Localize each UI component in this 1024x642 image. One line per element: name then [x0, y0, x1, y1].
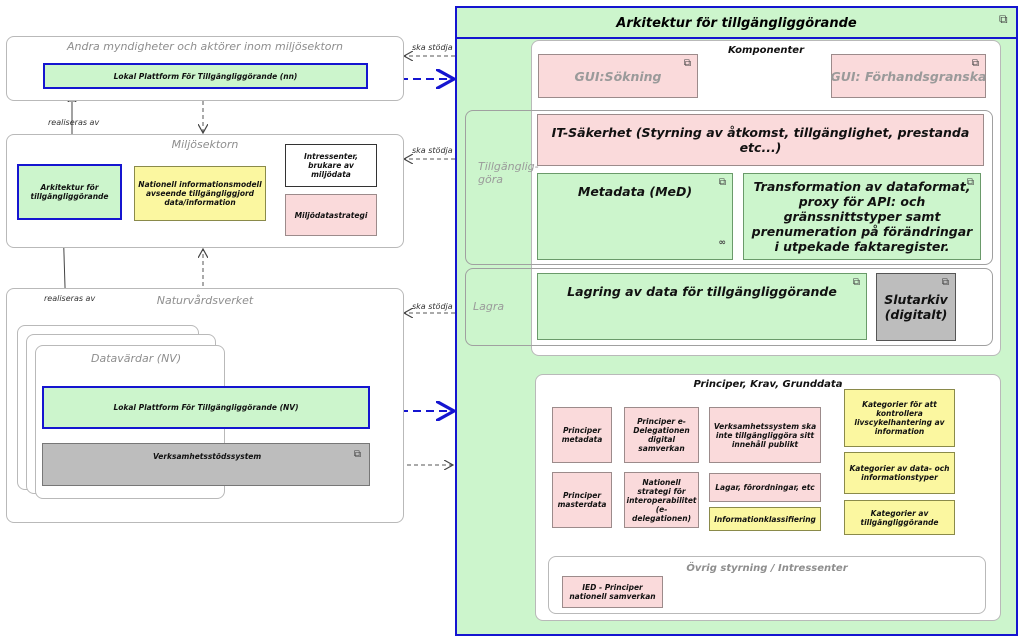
ied-box[interactable]: IED - Principer nationell samverkan [562, 576, 663, 608]
principer-metadata-box[interactable]: Principer metadata [552, 407, 612, 463]
it-sakerhet-box[interactable]: IT-Säkerhet (Styrning av åtkomst, tillgä… [537, 114, 984, 166]
platform-nn-label: Lokal Plattform För Tillgängliggörande (… [113, 71, 298, 81]
principer-item-label: Principer metadata [561, 426, 603, 444]
kategorier-label: Kategorier för att kontrollera livscykel… [854, 400, 945, 436]
metadata-box[interactable]: Metadata (MeD) ⧉ ∞ [537, 173, 733, 260]
component-icon: ⧉ [941, 277, 950, 288]
lane-lagra [465, 268, 993, 346]
datavardar-title: Datavärdar (NV) [91, 352, 182, 365]
transformation-label: Transformation av dataformat, proxy för … [751, 179, 973, 254]
nationell-modell-box[interactable]: Nationell informationsmodell avseende ti… [134, 166, 266, 221]
lane-tillgangliggora-label: Tillgänglig-göra [478, 160, 539, 186]
component-icon: ⧉ [353, 449, 362, 460]
komponenter-title: Komponenter [727, 45, 805, 56]
gui-sokning-box[interactable]: GUI:Sökning ⧉ [538, 54, 698, 98]
arkitektur-title-divider [457, 37, 1016, 39]
group-nv-title: Naturvårdsverket [156, 294, 254, 307]
lagar-box[interactable]: Lagar, förordningar, etc [709, 473, 821, 502]
slutarkiv-box[interactable]: Slutarkiv (digitalt) ⧉ [876, 273, 956, 341]
edge-label-stodja-3: ska stödja [412, 302, 453, 311]
lane-tillgangliggora [465, 110, 993, 265]
lagring-box[interactable]: Lagring av data för tillgängliggörande ⧉ [537, 273, 867, 340]
informationklassifiering-box[interactable]: Informationklassifiering [709, 507, 821, 531]
arkitektur-box-label: Arkitektur för tillgängliggörande [30, 183, 109, 201]
component-icon: ⧉ [683, 58, 692, 69]
component-icon: ⧉ [718, 177, 727, 188]
platform-nv-label: Lokal Plattform För Tillgängliggörande (… [113, 403, 299, 412]
principer-item-label: Principer e-Delegationen digital samverk… [633, 417, 690, 453]
group-miljo-title: Miljösektorn [171, 138, 239, 151]
gui-sokning-label: GUI:Sökning [574, 68, 662, 84]
group-andra-title: Andra myndigheter och aktörer inom miljö… [67, 40, 343, 53]
arkitektur-main-title: Arkitektur för tillgängliggörande [616, 16, 857, 31]
nationell-modell-label: Nationell informationsmodell avseende ti… [138, 180, 262, 207]
principer-masterdata-box[interactable]: Principer masterdata [552, 472, 612, 528]
principer-item-label: Verksamhetssystem ska inte tillgängliggö… [713, 421, 817, 449]
miljodatastrategi-label: Miljödatastrategi [294, 210, 368, 220]
edge-label-realiseras-2: realiseras av [44, 294, 96, 303]
gui-forhandsgranska-label: GUI: Förhandsgranska [830, 68, 987, 84]
interface-icon: ∞ [718, 238, 727, 248]
lane-lagra-label: Lagra [473, 300, 505, 313]
principer-title: Principer, Krav, Grunddata [693, 379, 843, 390]
gui-forhandsgranska-box[interactable]: GUI: Förhandsgranska ⧉ [830, 54, 987, 98]
kategorier-label: Kategorier av tillgängliggörande [860, 508, 939, 527]
verksamhetssystem-box[interactable]: Verksamhetssystem ska inte tillgängliggö… [709, 407, 821, 463]
intressenter-box[interactable]: Intressenter, brukare av miljödata [285, 144, 377, 187]
verksamhetsstodssystem-box[interactable]: Verksamhetsstödssystem ⧉ [42, 443, 370, 486]
kategorier-tillgangliggorande-box[interactable]: Kategorier av tillgängliggörande [844, 500, 955, 535]
component-icon: ⧉ [852, 277, 861, 288]
component-icon: ⧉ [999, 12, 1008, 26]
kategorier-livscykel-box[interactable]: Kategorier för att kontrollera livscykel… [844, 389, 955, 447]
component-icon: ⧉ [971, 58, 980, 69]
principer-item-label: Lagar, förordningar, etc [715, 483, 815, 492]
arkitektur-box[interactable]: Arkitektur för tillgängliggörande [17, 164, 122, 220]
it-sakerhet-label: IT-Säkerhet (Styrning av åtkomst, tillgä… [551, 125, 970, 155]
transformation-box[interactable]: Transformation av dataformat, proxy för … [743, 173, 981, 260]
platform-nn[interactable]: Lokal Plattform För Tillgängliggörande (… [43, 63, 368, 89]
kategorier-datatyper-box[interactable]: Kategorier av data- och informationstype… [844, 452, 955, 494]
ied-label: IED - Principer nationell samverkan [569, 583, 656, 601]
verksamhetsstodssystem-label: Verksamhetsstödssystem [153, 452, 262, 461]
principer-item-label: Nationell strategi för interoperabilitet… [626, 477, 697, 523]
principer-item-label: Principer masterdata [557, 491, 607, 509]
edge-label-stodja-2: ska stödja [412, 146, 453, 155]
edge-label-stodja-1: ska stödja [412, 43, 453, 52]
intressenter-label: Intressenter, brukare av miljödata [304, 152, 358, 179]
nationell-strategi-box[interactable]: Nationell strategi för interoperabilitet… [624, 472, 699, 528]
kategorier-label: Kategorier av data- och informationstype… [849, 464, 950, 482]
miljodatastrategi-box[interactable]: Miljödatastrategi [285, 194, 377, 236]
platform-nv[interactable]: Lokal Plattform För Tillgängliggörande (… [42, 386, 370, 429]
principer-edelegationen-box[interactable]: Principer e-Delegationen digital samverk… [624, 407, 699, 463]
lagring-label: Lagring av data för tillgängliggörande [567, 284, 837, 299]
component-icon: ⧉ [966, 177, 975, 188]
edge-label-realiseras-1: realiseras av [48, 118, 100, 127]
ovrig-title: Övrig styrning / Intressenter [686, 563, 848, 574]
principer-item-label: Informationklassifiering [714, 514, 816, 524]
slutarkiv-label: Slutarkiv (digitalt) [884, 292, 948, 322]
metadata-label: Metadata (MeD) [577, 184, 693, 199]
